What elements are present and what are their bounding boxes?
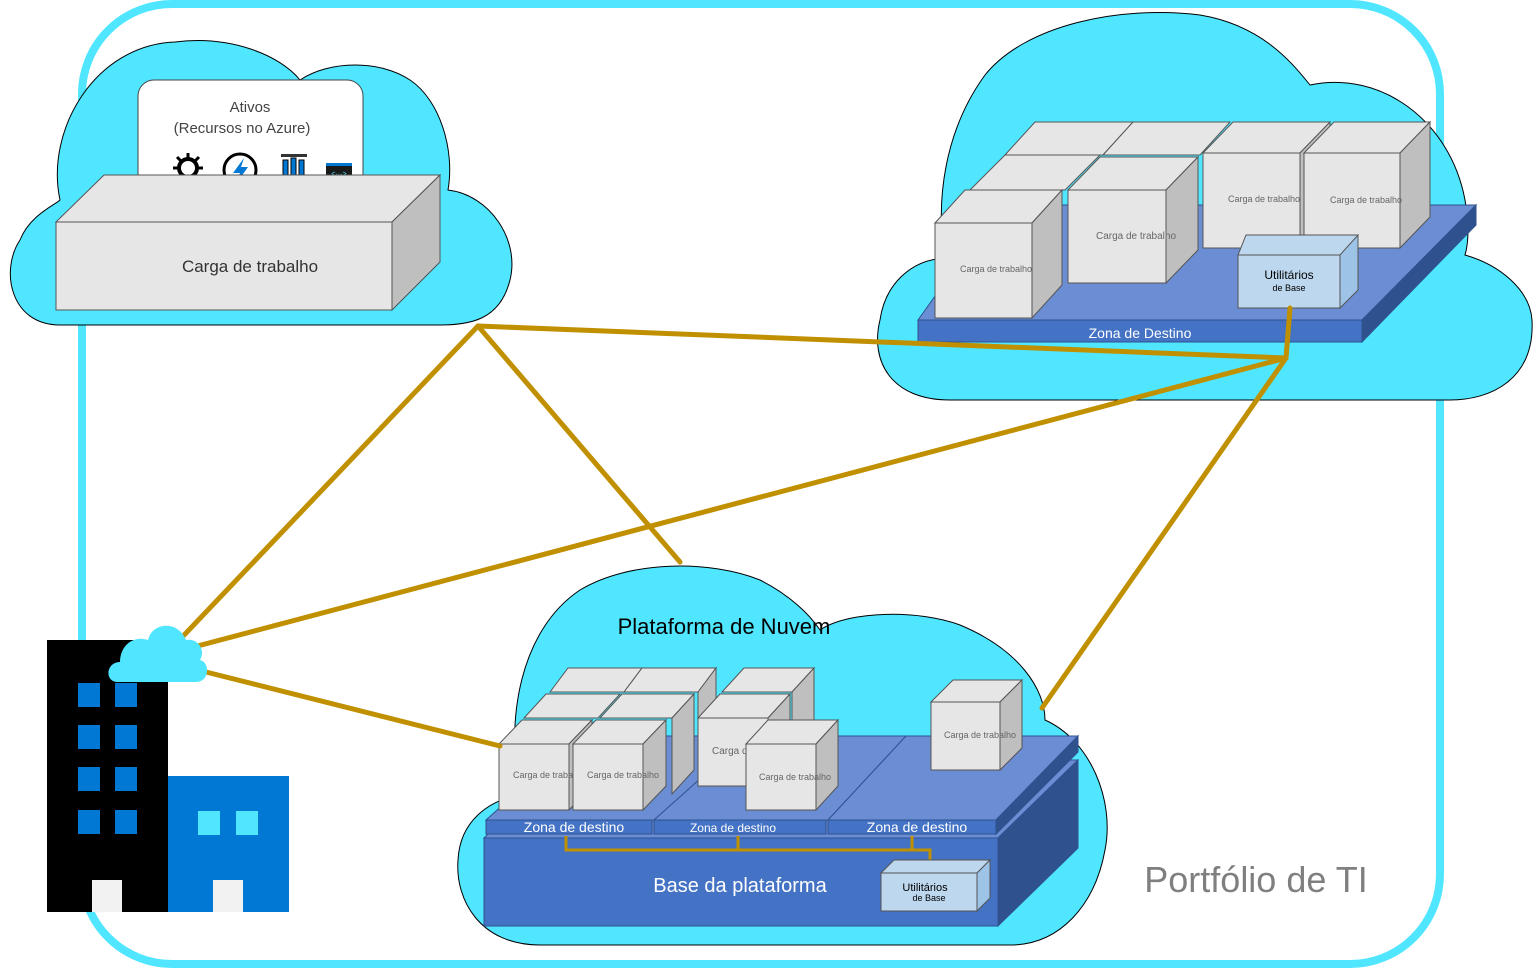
link-platform-to-landing-zone <box>1039 355 1289 711</box>
lz-utilities-line2: de Base <box>1272 283 1305 293</box>
lz-workload-cube-4: Carga de trabalho <box>1302 120 1432 250</box>
lz-workload-label-2: Carga de trabalho <box>1096 231 1176 242</box>
foundation-label: Base da plataforma <box>653 875 827 897</box>
workload-cloud: Ativos (Recursos no Azure) <·· <box>9 40 513 326</box>
pz-zone-front-1 <box>485 819 653 835</box>
connections <box>165 305 1293 749</box>
link-lz-utilities <box>1283 305 1293 361</box>
link-workload-to-landing-zone <box>475 323 1289 361</box>
lz-workload-cube-2: Carga de trabalho <box>1066 155 1200 285</box>
lz-utilities-line1: Utilitários <box>1264 268 1313 282</box>
pz-workload-cube-4: Carga de trabalho <box>744 718 840 812</box>
lz-workload-cube-1: Carga de trabalho <box>933 188 1064 320</box>
lz-workload-label-1: Carga de trabalho <box>960 264 1032 274</box>
workload-label: Carga de trabalho <box>182 257 318 276</box>
link-onprem-to-landing-zone <box>187 355 1289 651</box>
pz-zone-front-2 <box>653 819 827 835</box>
pz-utilities-connector <box>564 836 932 862</box>
pz-workload-cube-2: Carga de trabalho <box>571 718 668 812</box>
pz-utilities-line2: de Base <box>912 893 945 903</box>
lz-workload-label-3: Carga de trabalho <box>1228 194 1300 204</box>
platform-cloud: Plataforma de Nuvem Base da plataforma Z… <box>457 565 1108 946</box>
workload-box-front <box>55 221 393 311</box>
link-workload-to-platform <box>475 323 683 565</box>
landing-zone-cloud: Zona de Destino Carga de trabalho Carga … <box>877 12 1533 401</box>
pz-zone-label-2: Zona de destino <box>690 821 776 835</box>
pz-zone-label-1: Zona de destino <box>524 819 625 835</box>
pz-utilities-line1: Utilitários <box>902 882 948 894</box>
link-onprem-to-platform <box>187 665 503 749</box>
pz-utilities-box: Utilitários de Base <box>879 858 992 913</box>
platform-title: Plataforma de Nuvem <box>618 614 831 639</box>
lz-workload-label-4: Carga de trabalho <box>1330 195 1402 205</box>
workload-box-top <box>54 174 442 223</box>
pz-workload-label-4: Carga de trabalho <box>759 772 831 782</box>
lz-back-cubes <box>968 121 1232 191</box>
pz-workload-label-5: Carga de trabalho <box>944 730 1016 740</box>
portfolio-label: Portfólio de TI <box>1144 859 1367 900</box>
office-building-cloud-icon <box>47 625 289 912</box>
pz-zone-label-3: Zona de destino <box>867 819 968 835</box>
portfolio-border <box>78 0 1444 968</box>
pz-workload-cube-5: Carga de trabalho <box>929 678 1024 772</box>
pz-workload-label-2: Carga de trabalho <box>587 770 659 780</box>
link-workload-to-onprem <box>165 323 481 655</box>
assets-subtitle: (Recursos no Azure) <box>174 120 311 137</box>
pz-workload-label-1: Carga de trabalho <box>513 770 585 780</box>
pz-zone-front-3 <box>827 819 997 835</box>
lz-zone-label: Zona de Destino <box>1089 325 1192 341</box>
lz-utilities-box: Utilitários de Base <box>1237 233 1359 310</box>
assets-title: Ativos <box>230 99 271 116</box>
lz-slab-front <box>917 319 1363 343</box>
